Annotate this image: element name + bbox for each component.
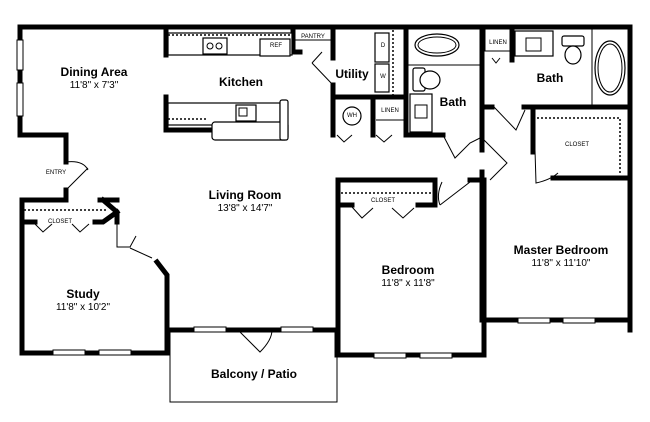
room-dimensions: 11'8" x 10'2" xyxy=(55,302,111,313)
bath1-fixtures xyxy=(408,33,508,181)
room-dining: Dining Area 11'8" x 7'3" xyxy=(61,65,128,91)
room-bath2: Bath xyxy=(537,71,564,85)
linen-label: LINEN xyxy=(489,40,507,46)
room-name: Utility xyxy=(335,67,369,81)
water-heater-label: WH xyxy=(347,113,357,119)
room-name: Bath xyxy=(439,95,467,109)
entry-label: ENTRY xyxy=(45,170,67,176)
balcony xyxy=(169,329,338,403)
kitchen-counters xyxy=(167,32,293,141)
walls xyxy=(17,24,633,358)
room-name: Master Bedroom xyxy=(513,243,609,257)
closet-label: CLOSET xyxy=(47,219,73,225)
master-closet xyxy=(534,117,621,184)
entry-door xyxy=(65,161,89,191)
room-bath1: Bath xyxy=(440,95,467,109)
room-dimensions: 13'8" x 14'7" xyxy=(217,203,273,214)
linen-label: LINEN xyxy=(381,108,399,114)
utility-fixtures xyxy=(293,30,405,143)
room-name: Kitchen xyxy=(218,75,264,89)
room-name: Balcony / Patio xyxy=(210,367,298,381)
ref-label: REF xyxy=(270,43,282,49)
room-study: Study 11'8" x 10'2" xyxy=(56,287,110,313)
room-balcony: Balcony / Patio xyxy=(211,367,297,381)
pantry-label: PANTRY xyxy=(301,34,325,40)
room-name: Study xyxy=(66,287,100,301)
room-utility: Utility xyxy=(335,67,368,81)
room-kitchen: Kitchen xyxy=(219,75,263,89)
room-master-bedroom: Master Bedroom 11'8" x 11'10" xyxy=(514,243,609,269)
room-bedroom: Bedroom 11'8" x 11'8" xyxy=(381,263,434,289)
room-name: Dining Area xyxy=(60,65,128,79)
washer-label: W xyxy=(380,74,386,80)
windows xyxy=(16,39,596,359)
dryer-label: D xyxy=(380,43,386,49)
closet-label: CLOSET xyxy=(370,198,396,204)
study-closet xyxy=(24,209,153,259)
room-dimensions: 11'8" x 11'8" xyxy=(381,278,435,289)
room-name: Living Room xyxy=(208,188,282,202)
closet-label: CLOSET xyxy=(564,142,590,148)
bath2-fixtures xyxy=(484,26,626,131)
room-name: Bedroom xyxy=(381,263,435,277)
bedroom-closet xyxy=(341,181,471,219)
room-living: Living Room 13'8" x 14'7" xyxy=(209,188,282,214)
room-dimensions: 11'8" x 7'3" xyxy=(69,80,119,91)
room-dimensions: 11'8" x 11'10" xyxy=(531,258,591,269)
room-name: Bath xyxy=(536,71,564,85)
